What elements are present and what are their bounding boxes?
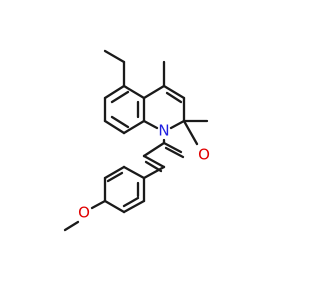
bond: [169, 119, 186, 130]
bond: [110, 115, 130, 129]
bond: [142, 84, 166, 100]
structure-canvas: N O O: [63, 49, 210, 232]
bond: [162, 141, 183, 154]
bond: [110, 90, 130, 104]
bond: [122, 199, 146, 214]
bond: [103, 49, 126, 64]
bond: [63, 220, 80, 232]
bond: [103, 84, 126, 100]
bond: [103, 119, 126, 135]
bond: [122, 196, 140, 208]
bond: [122, 119, 146, 135]
bond: [142, 165, 166, 180]
bond: [103, 165, 126, 180]
bond: [182, 119, 199, 146]
bond: [122, 165, 146, 180]
atom-label: O: [198, 146, 210, 164]
bond: [162, 84, 186, 100]
bond: [122, 84, 146, 100]
molecule-drawing: N O O: [63, 49, 210, 232]
bond: [164, 146, 185, 159]
bond: [165, 91, 183, 104]
bond: [142, 154, 166, 169]
atom-label: O: [78, 204, 90, 222]
bond: [90, 199, 107, 210]
bond: [142, 119, 159, 130]
bond: [142, 141, 166, 158]
bond: [103, 199, 126, 214]
bond: [106, 171, 124, 183]
atom-label: N: [158, 122, 169, 140]
